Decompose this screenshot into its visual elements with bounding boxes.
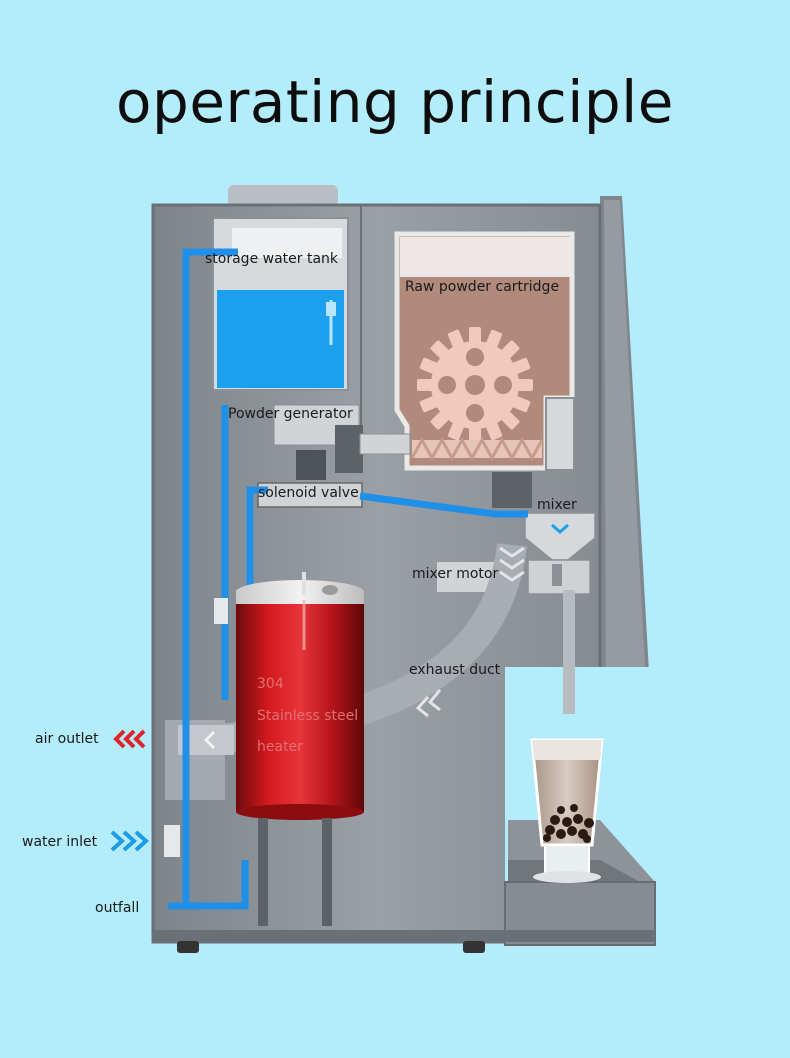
label-heater-material: Stainless steel	[257, 708, 359, 724]
label-storage-water-tank: storage water tank	[205, 251, 339, 267]
page-title: operating principle	[116, 68, 674, 136]
label-mixer: mixer	[537, 497, 577, 513]
label-heater: heater	[257, 739, 303, 755]
label-raw-powder-cartridge: Raw powder cartridge	[405, 279, 560, 295]
top-handle	[228, 185, 338, 207]
label-heater-304: 304	[257, 676, 284, 692]
label-exhaust-duct: exhaust duct	[409, 662, 501, 678]
label-outfall: outfall	[95, 900, 140, 916]
label-air-outlet: air outlet	[35, 731, 99, 747]
water-pipes	[168, 248, 528, 910]
air-outlet-arrows-icon	[113, 729, 146, 749]
milk-tea-cup	[530, 738, 604, 883]
label-mixer-motor: mixer motor	[412, 566, 499, 582]
label-solenoid-valve: solenoid valve	[258, 485, 359, 501]
water-inlet-arrows-icon	[110, 830, 149, 852]
label-powder-generator: Powder generator	[228, 406, 353, 422]
foot-right	[463, 941, 485, 953]
label-water-inlet: water inlet	[22, 834, 98, 850]
gear-icon	[417, 327, 533, 443]
auger-screw	[410, 436, 544, 462]
heater-tank	[236, 572, 364, 820]
mixer-housing	[492, 472, 532, 508]
foot-left	[177, 941, 199, 953]
